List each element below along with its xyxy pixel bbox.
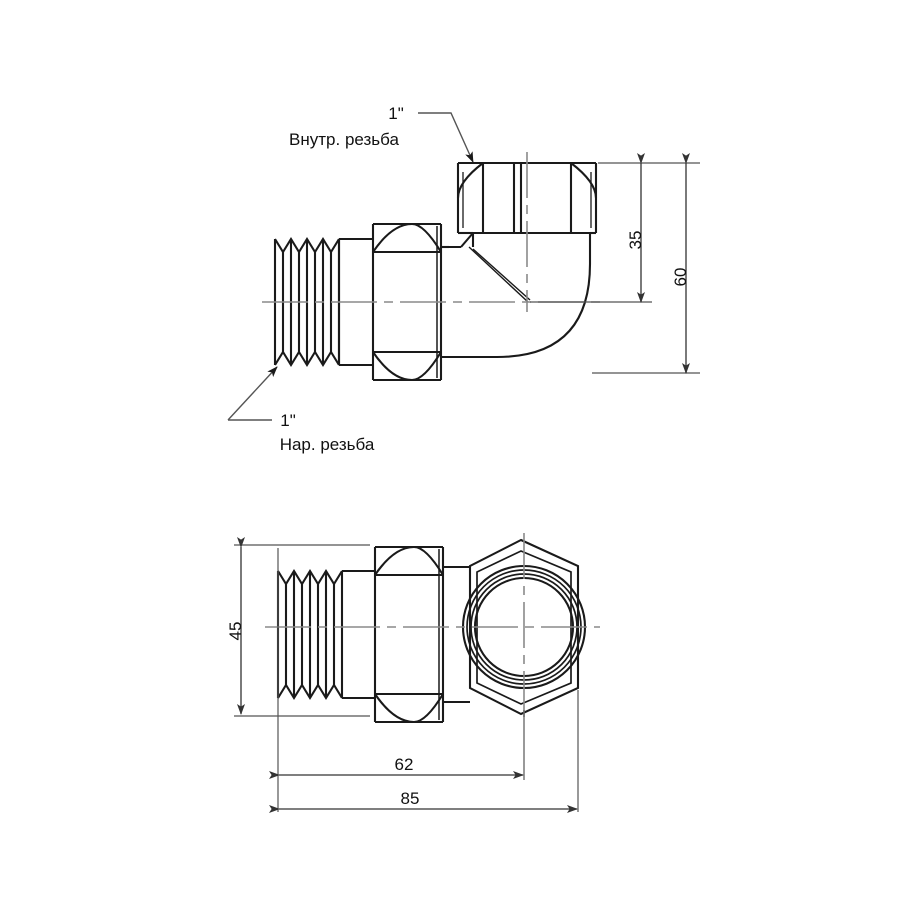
- external-thread-size-label: 1": [280, 411, 296, 430]
- elevation-view: 35 60 1" Внутр. резьба 1" Нар. резьба: [227, 104, 700, 454]
- dimension-85: 85: [269, 789, 578, 813]
- leader-internal-thread: 1" Внутр. резьба: [289, 104, 474, 163]
- dimension-62: 62: [269, 755, 524, 779]
- external-thread-type-label: Нар. резьба: [280, 435, 375, 454]
- extension-lines-plan: [277, 548, 579, 812]
- dimension-85-label: 85: [401, 789, 420, 808]
- dimension-62-label: 62: [395, 755, 414, 774]
- male-thread-plan: [276, 568, 375, 701]
- dimension-45-label: 45: [226, 622, 245, 641]
- body-plan: [442, 565, 470, 704]
- dimension-35: 35: [530, 153, 700, 303]
- dimension-45: 45: [226, 537, 370, 717]
- centerlines-plan: [265, 533, 600, 722]
- elbow-body-elevation: [441, 232, 592, 359]
- plan-view: 45 62 85: [226, 533, 600, 813]
- dimension-35-label: 35: [626, 231, 645, 250]
- internal-thread-type-label: Внутр. резьба: [289, 130, 399, 149]
- dimension-60: 60: [592, 153, 700, 374]
- internal-thread-size-label: 1": [388, 104, 404, 123]
- dimension-60-label: 60: [671, 268, 690, 287]
- hex-nut-vertical-elevation: [456, 161, 598, 235]
- hex-nut-plan: [373, 545, 445, 724]
- leader-external-thread: 1" Нар. резьба: [227, 366, 375, 454]
